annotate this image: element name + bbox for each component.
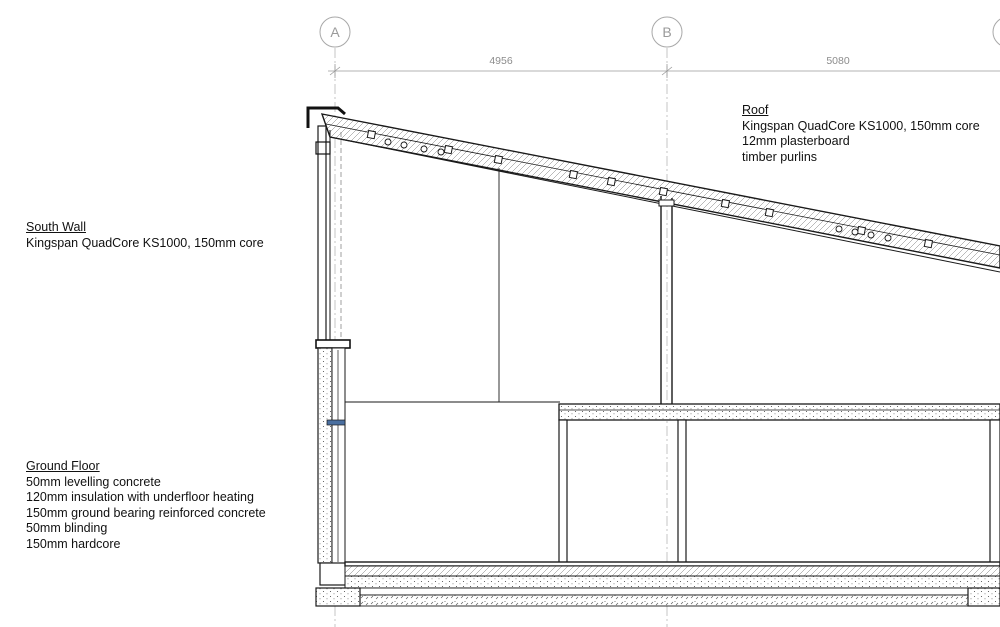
- grid-label-a: A: [330, 24, 340, 40]
- south-wall-note-line: Kingspan QuadCore KS1000, 150mm core: [26, 235, 264, 250]
- dimension-b-c: 5080: [826, 55, 850, 67]
- roof-note-title: Roof: [742, 103, 769, 117]
- roof-note-line: timber purlins: [742, 149, 818, 164]
- south-wall: [315, 125, 351, 586]
- grid-label-b: B: [662, 24, 671, 40]
- roof-note: Roof Kingspan QuadCore KS1000, 150mm cor…: [742, 103, 980, 165]
- ground-floor-note-line: 50mm levelling concrete: [26, 474, 161, 489]
- grid-bubble-c-partial: [992, 18, 1000, 46]
- grid-bubble-a: A: [319, 16, 351, 48]
- ground-floor-note-line: 50mm blinding: [26, 521, 108, 535]
- ground-floor-note-line: 150mm ground bearing reinforced concrete: [26, 505, 266, 520]
- first-floor-slab: [558, 403, 1000, 565]
- dimension-line: [328, 64, 1000, 78]
- roof-panel: [306, 106, 1000, 273]
- ground-floor-note-line: 120mm insulation with underfloor heating: [26, 490, 254, 504]
- ground-floor-note-line: 150mm hardcore: [26, 536, 121, 551]
- ground-floor-slab: [315, 561, 1000, 607]
- interior-lines: [345, 168, 675, 404]
- south-wall-note: South Wall Kingspan QuadCore KS1000, 150…: [26, 220, 264, 251]
- roof-note-line: 12mm plasterboard: [742, 134, 850, 148]
- grid-bubble-b: B: [651, 16, 683, 48]
- south-wall-note-title: South Wall: [26, 220, 86, 234]
- ground-floor-note-title: Ground Floor: [26, 459, 100, 473]
- dimension-a-b: 4956: [489, 55, 513, 67]
- roof-note-line: Kingspan QuadCore KS1000, 150mm core: [742, 118, 980, 133]
- ground-floor-note: Ground Floor 50mm levelling concrete 120…: [26, 459, 266, 552]
